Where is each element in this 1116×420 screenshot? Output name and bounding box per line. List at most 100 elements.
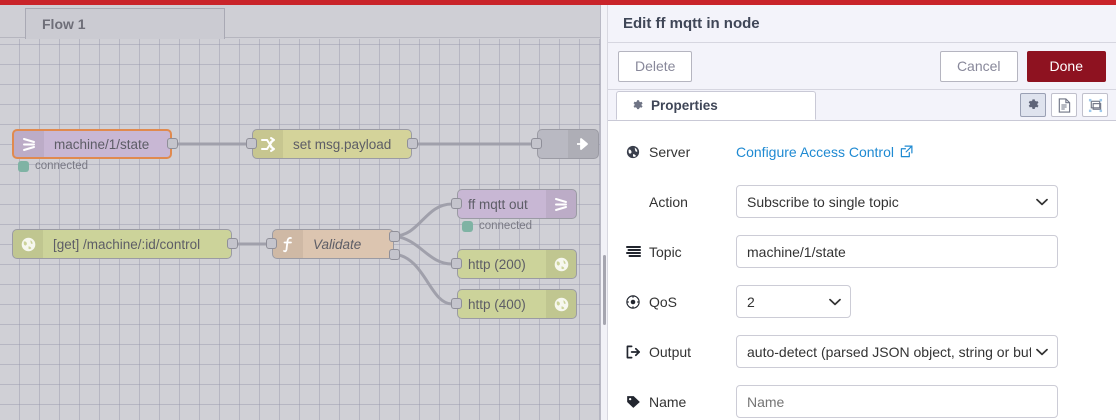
tab-properties[interactable]: Properties	[616, 91, 816, 120]
form-row-qos: QoS 2	[626, 285, 1098, 318]
node-output-port-1[interactable]	[389, 231, 400, 242]
drag-handle[interactable]	[603, 255, 606, 325]
form-row-server: Server Configure Access Control	[626, 135, 1098, 168]
flow-node-mqtt-in[interactable]: machine/1/state	[12, 129, 172, 159]
flow-node-change[interactable]: set msg.payload	[252, 129, 412, 159]
flow-node-label: [get] /machine/:id/control	[53, 236, 201, 252]
form-label-qos: QoS	[626, 294, 736, 310]
panel-tab-icons	[1020, 93, 1108, 117]
action-select-value: Subscribe to single topic	[747, 193, 899, 210]
qos-select-value: 2	[747, 293, 755, 310]
form-row-output: Output auto-detect (parsed JSON object, …	[626, 335, 1098, 368]
qos-select[interactable]: 2	[736, 285, 851, 318]
mqtt-icon	[546, 190, 576, 218]
flow-node-label: http (200)	[468, 256, 526, 272]
globe-icon	[626, 145, 643, 159]
flow-tab-label: Flow 1	[42, 16, 86, 32]
globe-icon	[546, 250, 576, 278]
node-output-port[interactable]	[227, 238, 238, 249]
debug-icon	[568, 130, 598, 158]
form-label-text: Topic	[649, 243, 682, 260]
form-label-text: Name	[649, 393, 687, 410]
form-row-topic: Topic	[626, 235, 1098, 268]
delete-button[interactable]: Delete	[618, 50, 693, 82]
form-label-text: QoS	[649, 293, 678, 310]
name-input[interactable]	[736, 385, 1058, 418]
output-select[interactable]: auto-detect (parsed JSON object, string …	[736, 335, 1058, 368]
flow-node-http-in[interactable]: [get] /machine/:id/control	[12, 229, 232, 259]
form-label-server: Server	[626, 144, 736, 160]
form-row-action: Action Subscribe to single topic	[626, 185, 1098, 218]
flow-tab-flow1[interactable]: Flow 1	[25, 8, 225, 39]
tag-icon	[626, 395, 643, 409]
list-icon	[626, 245, 643, 258]
appearance-icon[interactable]	[1082, 93, 1108, 117]
flow-node-debug[interactable]	[537, 129, 599, 159]
link-text: Configure Access Control	[736, 143, 894, 160]
form-label-output: Output	[626, 344, 736, 360]
flow-node-function[interactable]: Validate	[272, 229, 394, 259]
flow-node-http-400[interactable]: http (400)	[457, 289, 577, 319]
panel-tabs-row: Properties	[608, 90, 1116, 121]
flow-node-label: machine/1/state	[54, 136, 150, 152]
shuffle-icon	[253, 130, 283, 158]
node-input-port[interactable]	[451, 258, 462, 269]
status-label: connected	[35, 160, 89, 172]
target-icon	[626, 294, 643, 309]
panel-title: Edit ff mqtt in node	[623, 15, 760, 32]
flow-node-label: Validate	[313, 236, 362, 252]
form-label-topic: Topic	[626, 244, 736, 260]
node-input-port[interactable]	[531, 138, 542, 149]
node-output-port-2[interactable]	[389, 249, 400, 260]
node-input-port[interactable]	[246, 138, 257, 149]
gear-icon[interactable]	[1020, 93, 1046, 117]
flow-node-mqtt-out[interactable]: ff mqtt out	[457, 189, 577, 219]
flow-node-label: http (400)	[468, 296, 526, 312]
node-input-port[interactable]	[266, 238, 277, 249]
form-label-text: Output	[649, 343, 692, 360]
topic-input[interactable]	[736, 235, 1058, 268]
configure-access-control-link[interactable]: Configure Access Control	[736, 144, 913, 160]
globe-icon	[13, 230, 43, 258]
node-status-mqtt-out: connected	[462, 220, 532, 232]
done-button[interactable]: Done	[1026, 50, 1106, 82]
status-label: connected	[479, 220, 533, 232]
form-label-text: Action	[649, 193, 688, 210]
cancel-button[interactable]: Cancel	[939, 50, 1018, 82]
chevron-down-icon	[1036, 198, 1048, 206]
node-status-mqtt-in: connected	[18, 160, 88, 172]
gear-icon	[631, 99, 644, 112]
description-icon[interactable]	[1051, 93, 1077, 117]
external-link-icon	[900, 145, 913, 158]
flow-node-label: ff mqtt out	[468, 196, 528, 212]
action-select[interactable]: Subscribe to single topic	[736, 185, 1058, 218]
top-accent-bar	[0, 0, 1116, 5]
output-select-value: auto-detect (parsed JSON object, string …	[747, 343, 1031, 360]
function-icon	[273, 230, 303, 258]
status-dot	[18, 160, 29, 172]
node-input-port[interactable]	[451, 198, 462, 209]
mqtt-icon	[14, 131, 44, 157]
chevron-down-icon	[829, 298, 841, 306]
edit-node-panel: Edit ff mqtt in node Delete Cancel Done …	[608, 5, 1116, 420]
node-input-port[interactable]	[451, 298, 462, 309]
flow-workspace[interactable]: Flow 1	[0, 5, 600, 420]
node-properties-form: Server Configure Access Control Action S…	[608, 121, 1116, 418]
panel-resize-divider[interactable]	[600, 5, 608, 420]
panel-toolbar: Delete Cancel Done	[608, 43, 1116, 90]
flow-tab-bar: Flow 1	[0, 5, 600, 39]
form-label-name: Name	[626, 394, 736, 410]
output-arrow-icon	[626, 345, 643, 359]
chevron-down-icon	[1036, 348, 1048, 356]
node-output-port[interactable]	[407, 138, 418, 149]
flow-node-label: set msg.payload	[293, 136, 392, 152]
form-label-text: Server	[649, 143, 691, 160]
form-label-action: Action	[626, 194, 736, 210]
node-output-port[interactable]	[167, 138, 178, 149]
status-dot	[462, 220, 473, 232]
form-row-name: Name	[626, 385, 1098, 418]
flow-canvas[interactable]: machine/1/state connected set msg.payloa…	[0, 39, 600, 420]
panel-header: Edit ff mqtt in node	[608, 5, 1116, 43]
flow-node-http-200[interactable]: http (200)	[457, 249, 577, 279]
